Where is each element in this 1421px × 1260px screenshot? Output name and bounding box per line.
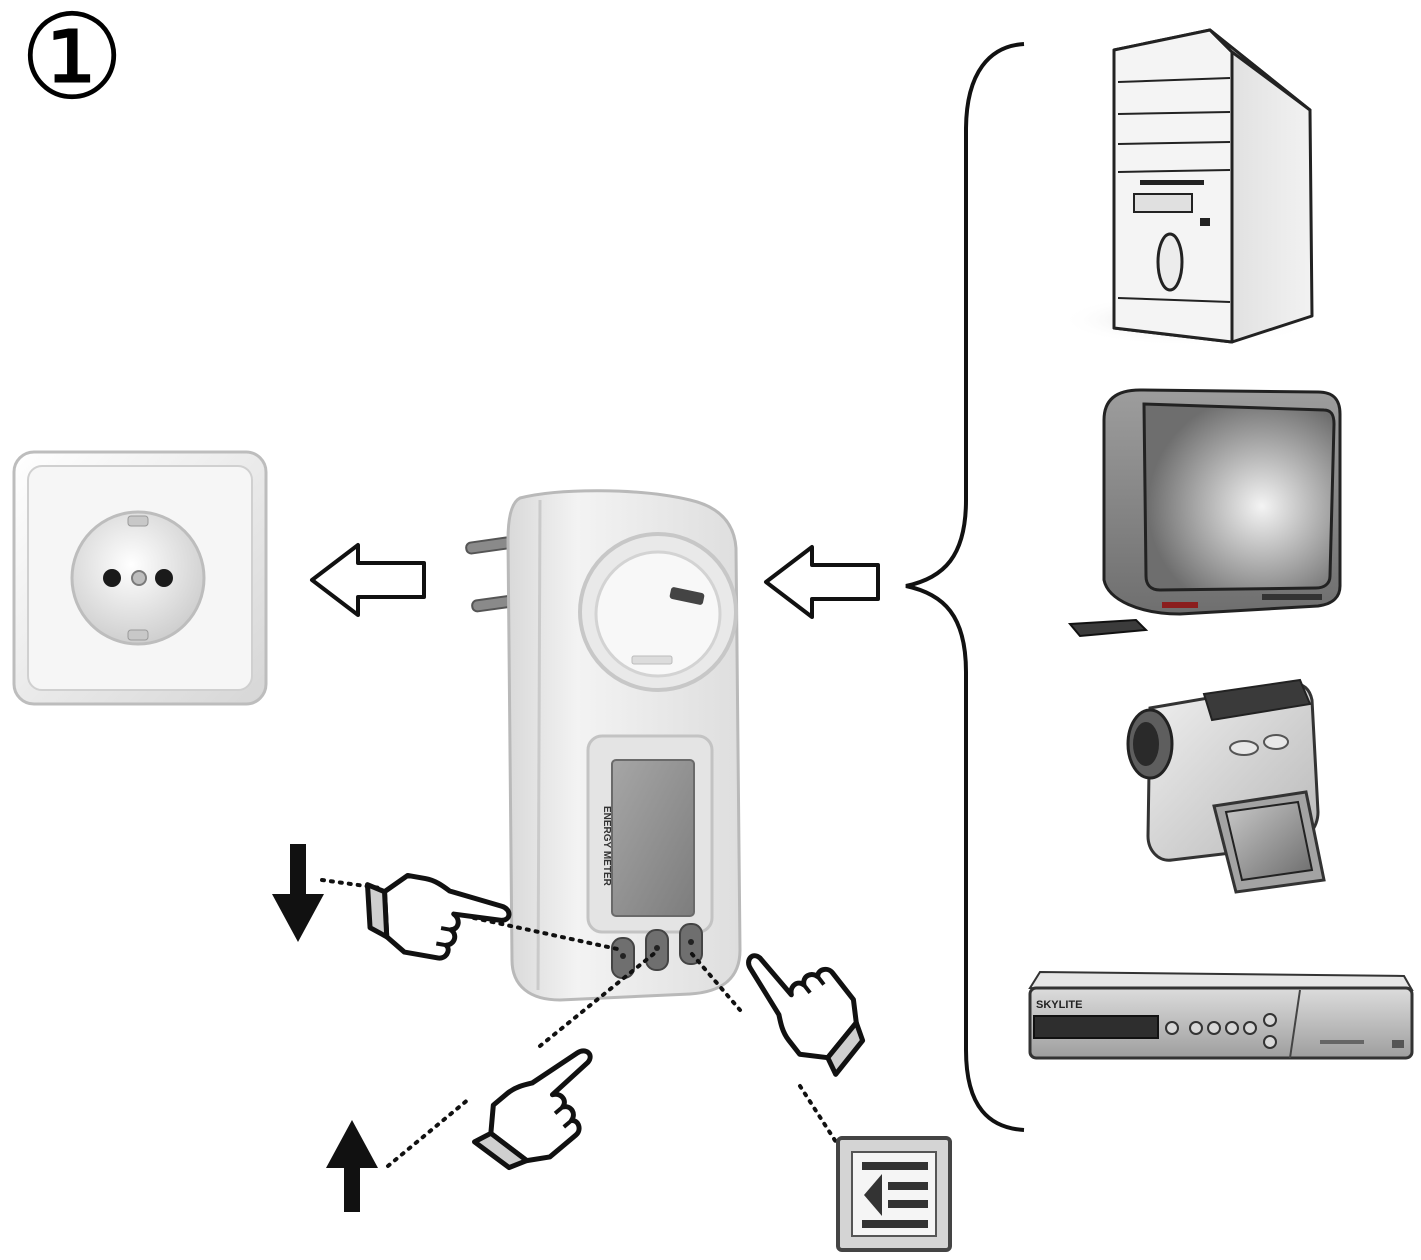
arrow-up-icon <box>326 1120 378 1212</box>
button-guide-lines <box>320 878 838 1168</box>
pointing-hand-icon-down <box>357 869 513 969</box>
menu-return-icon <box>836 1136 952 1252</box>
plug-into-socket-arrow <box>310 543 426 617</box>
desktop-tower-pc-icon <box>1060 28 1320 346</box>
satellite-receiver-icon: SKYLITE <box>1028 970 1414 1060</box>
plug-in-energy-meter-icon: ENERGY METER <box>465 489 742 1002</box>
pointing-hand-icon-up <box>464 1037 624 1188</box>
meter-brand-label: ENERGY METER <box>601 806 612 887</box>
appliance-into-meter-arrow <box>764 545 880 619</box>
step-marker: ① <box>19 0 125 126</box>
crt-television-icon <box>1067 388 1342 638</box>
receiver-brand-label: SKYLITE <box>1036 999 1082 1011</box>
arrow-down-icon <box>272 844 324 942</box>
appliance-group-brace <box>905 42 1025 1132</box>
camcorder-icon <box>1126 678 1326 894</box>
step-number: ① <box>19 0 125 126</box>
schuko-wall-socket-icon <box>12 450 268 706</box>
pointing-hand-icon-menu <box>734 923 883 1084</box>
